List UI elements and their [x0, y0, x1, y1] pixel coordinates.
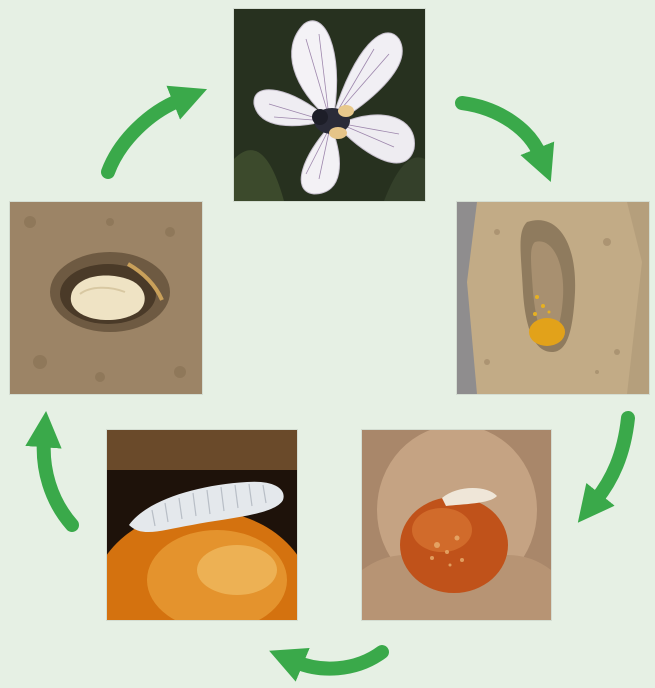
nest-cell-image — [457, 202, 649, 394]
pupa-in-soil-image — [10, 202, 202, 394]
arrow-cell-to-egg — [596, 418, 628, 500]
arrow-flower-to-cell — [462, 103, 540, 155]
pollen-cell-photo — [457, 202, 649, 394]
flower-image — [234, 9, 425, 201]
arrow-pupa-to-flower — [108, 100, 180, 172]
pupa-photo — [10, 202, 202, 394]
arrow-larva-to-pupa — [44, 440, 72, 525]
larva-photo — [107, 430, 297, 620]
larva-on-pollen-image — [107, 430, 297, 620]
arrow-egg-to-larva — [296, 652, 382, 669]
egg-on-pollen-image — [362, 430, 551, 620]
egg-photo — [362, 430, 551, 620]
bee-on-flower-photo — [234, 9, 425, 201]
